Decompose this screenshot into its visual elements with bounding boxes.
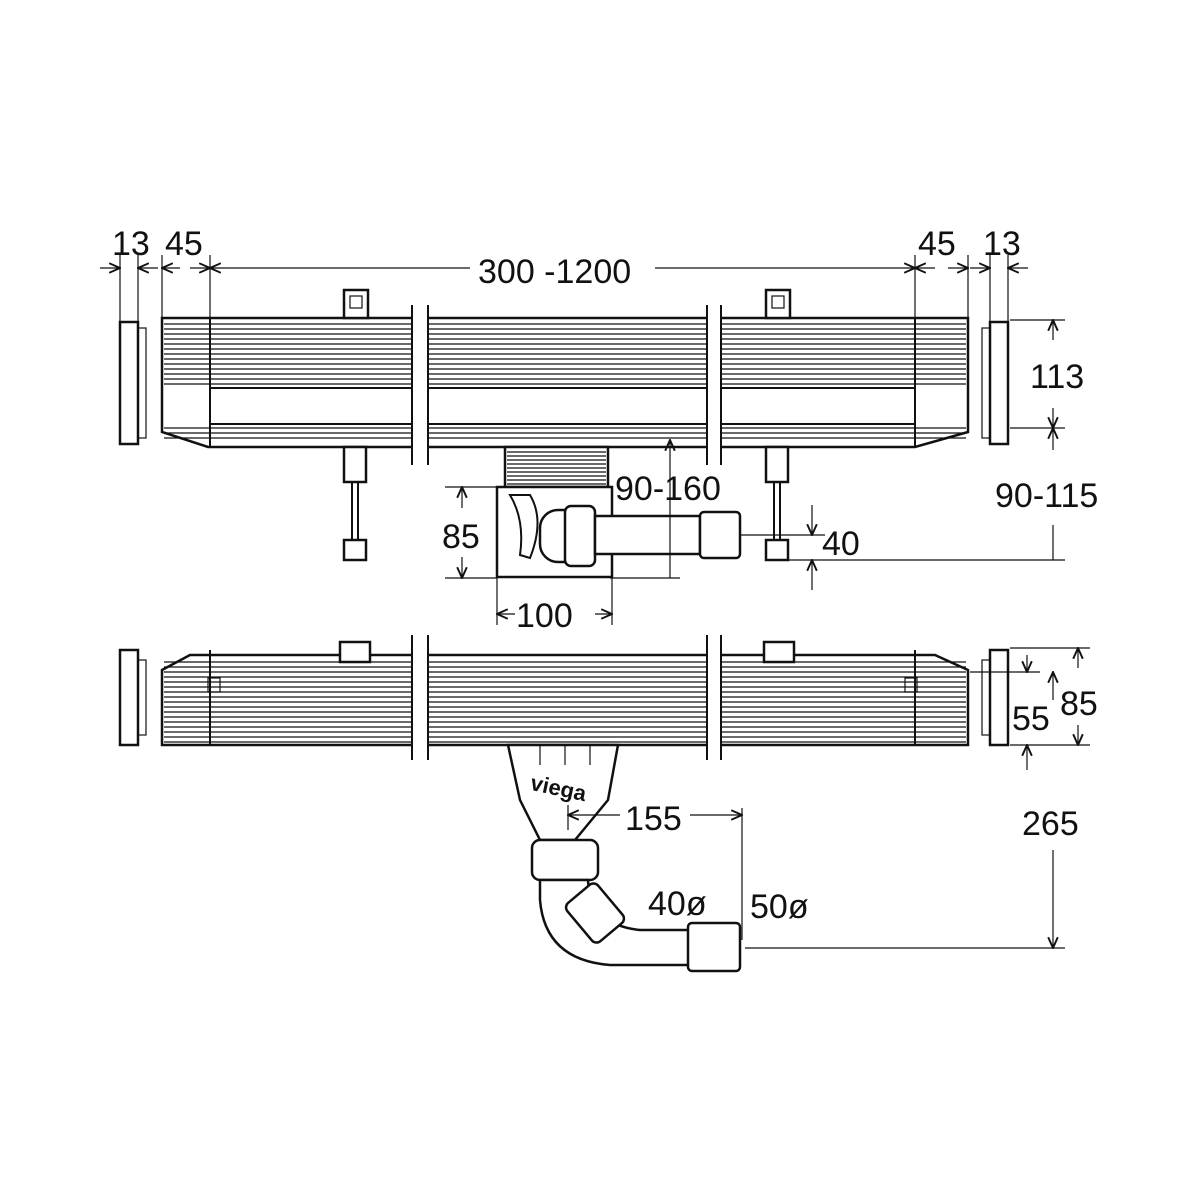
- outlet-elbow: viega: [506, 743, 742, 973]
- side-dimensions: 85 55 265 155 40ø 50ø: [568, 648, 1098, 948]
- dim-length-range: 300 -1200: [478, 253, 631, 291]
- dim-end-right: 45: [918, 225, 956, 263]
- top-dimensions: 13 45 300 -1200 45 13 113 90-115 90-160 …: [100, 225, 1098, 635]
- dim-pipe-diameter-inner: 40ø: [648, 885, 707, 923]
- dim-outlet-offset: 155: [625, 800, 682, 838]
- dim-end-left: 45: [165, 225, 203, 263]
- dim-height: 113: [1030, 358, 1084, 396]
- dim-pipe-offset: 40: [822, 525, 860, 563]
- dim-end-cap-right: 13: [983, 225, 1021, 263]
- dim-total-depth: 265: [1022, 805, 1079, 843]
- mounting-bracket: [342, 288, 792, 320]
- end-cap-right: [988, 320, 1010, 446]
- dim-side-height: 85: [1060, 685, 1098, 723]
- dim-inner-height: 55: [1012, 700, 1050, 738]
- dim-floor-height-range: 90-115: [995, 477, 1098, 515]
- top-view: [118, 288, 1010, 579]
- side-view: viega: [118, 635, 1010, 973]
- dim-outlet-height: 85: [442, 518, 480, 556]
- dim-end-cap-left: 13: [112, 225, 150, 263]
- dim-outlet-height-range: 90-160: [615, 470, 721, 508]
- outlet-trap: [495, 445, 742, 579]
- adjustable-foot: [342, 445, 790, 562]
- dim-outlet-width: 100: [516, 597, 573, 635]
- dim-pipe-diameter-outer: 50ø: [750, 888, 809, 926]
- end-cap-left: [118, 320, 140, 446]
